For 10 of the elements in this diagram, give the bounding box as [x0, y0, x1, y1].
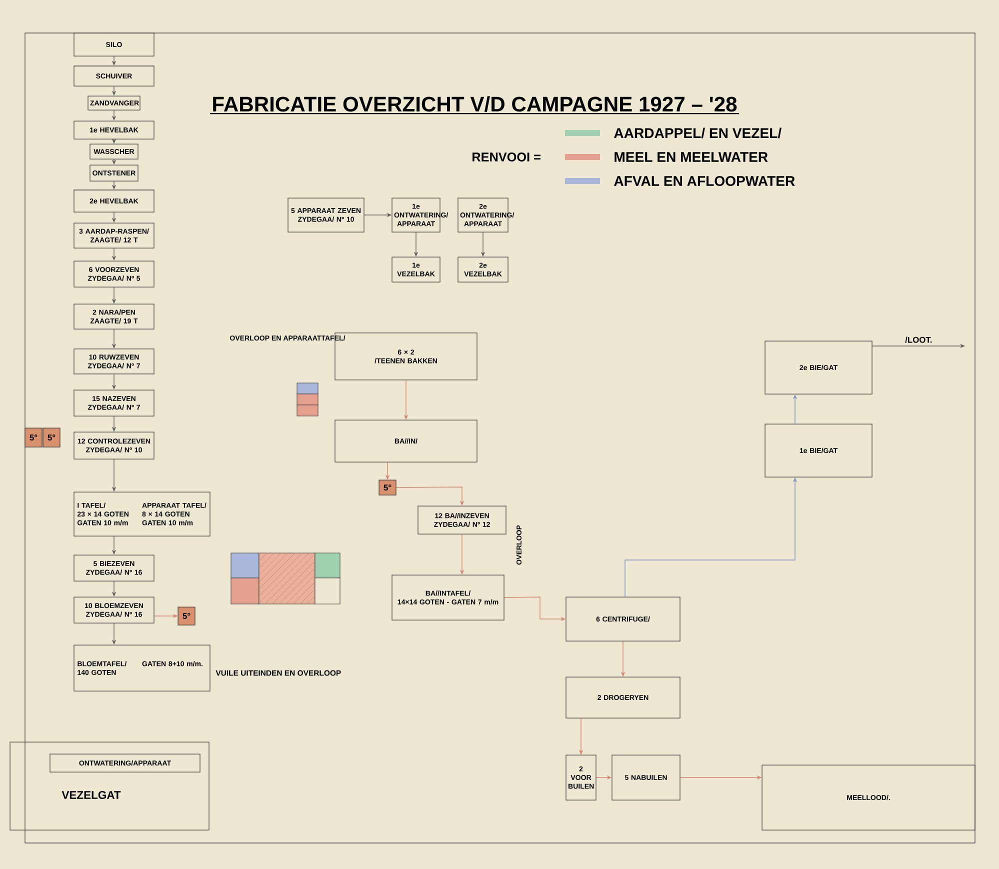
edge-label: /LOOT.: [904, 335, 934, 344]
number-tag: 5°: [178, 606, 196, 626]
number-tag: 5°: [42, 428, 60, 448]
number-tag: 5°: [24, 428, 42, 448]
legend-heading: RENVOOI =: [472, 152, 540, 162]
legend-text: AFVAL EN AFLOOPWATER: [614, 176, 795, 186]
legend-text: MEEL EN MEELWATER: [614, 152, 768, 162]
number-tag: 5°: [378, 480, 396, 496]
legend-text: AARDAPPEL/ EN VEZEL/: [614, 128, 782, 138]
title: FABRICATIE OVERZICHT V/D CAMPAGNE 1927 – '28: [213, 96, 737, 112]
